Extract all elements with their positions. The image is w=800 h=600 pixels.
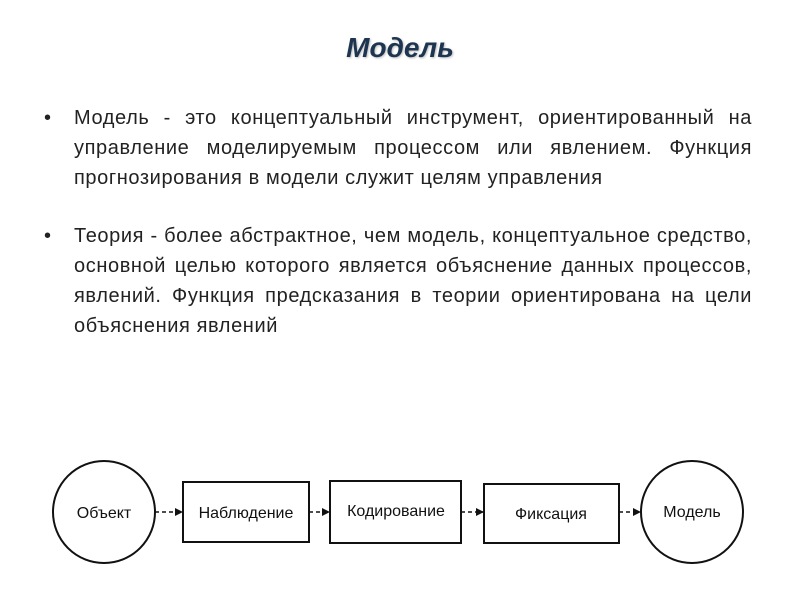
node-observation-label: Наблюдение	[199, 505, 294, 522]
node-model-label: Модель	[663, 504, 720, 521]
node-fixation-box	[483, 483, 620, 544]
bullet-model-definition: • Модель - это концептуальный инструмент…	[42, 103, 752, 193]
bullet-text: Теория - более абстрактное, чем модель, …	[74, 225, 752, 337]
process-diagram: Объект Наблюдение Кодирование Фиксация М…	[52, 460, 744, 564]
bullet-list: • Модель - это концептуальный инструмент…	[42, 103, 752, 341]
node-coding-box	[329, 480, 462, 544]
bullet-dot-icon: •	[44, 225, 52, 247]
node-model-circle	[640, 460, 744, 564]
bullet-dot-icon: •	[44, 107, 52, 129]
node-coding-label: Кодирование	[347, 503, 445, 520]
bullet-text: Модель - это концептуальный инструмент, …	[74, 107, 752, 189]
node-object-label: Объект	[77, 505, 132, 522]
node-observation-box	[182, 481, 310, 543]
node-fixation-label: Фиксация	[515, 506, 587, 523]
slide-title: Модель	[346, 32, 454, 63]
bullet-theory-definition: • Теория - более абстрактное, чем модель…	[42, 221, 752, 341]
